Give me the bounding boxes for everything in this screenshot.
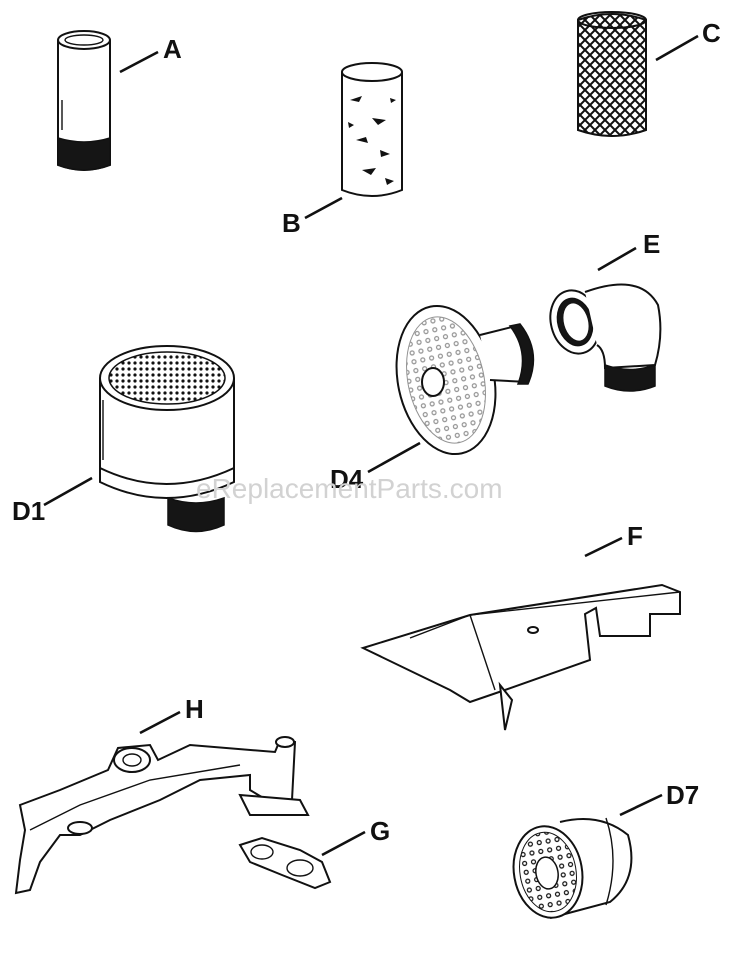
leader-a <box>119 50 159 74</box>
leader-g <box>321 830 366 857</box>
part-a-filter-element <box>57 30 111 171</box>
part-g-gasket <box>238 836 332 890</box>
label-c: C <box>702 18 721 48</box>
leader-e <box>597 246 637 272</box>
part-b-pre-cleaner <box>341 62 403 197</box>
label-a: A <box>163 34 182 64</box>
label-f: F <box>627 521 643 551</box>
label-h: H <box>185 694 204 724</box>
watermark-text: eReplacementParts.com <box>196 473 503 504</box>
label-d7: D7 <box>666 780 699 810</box>
label-e: E <box>643 229 660 259</box>
leader-d4 <box>367 441 421 474</box>
part-d1-air-cleaner <box>99 345 235 533</box>
label-d1: D1 <box>12 496 45 526</box>
part-e-elbow <box>549 283 662 392</box>
leader-h <box>139 710 181 735</box>
label-g: G <box>370 816 390 846</box>
label-b: B <box>282 208 301 238</box>
part-h-manifold <box>14 736 310 895</box>
part-f-air-shield <box>360 583 681 731</box>
leader-f <box>584 536 623 558</box>
leader-b <box>304 196 343 220</box>
part-d4-rain-cap <box>395 304 535 456</box>
leader-d1 <box>43 476 93 507</box>
leader-c <box>655 34 699 62</box>
label-d4: D4 <box>330 464 364 494</box>
leader-lines <box>43 34 699 857</box>
part-c-mesh-sleeve <box>577 11 647 137</box>
part-d7-muffler <box>512 817 633 919</box>
leader-d7 <box>619 793 663 817</box>
